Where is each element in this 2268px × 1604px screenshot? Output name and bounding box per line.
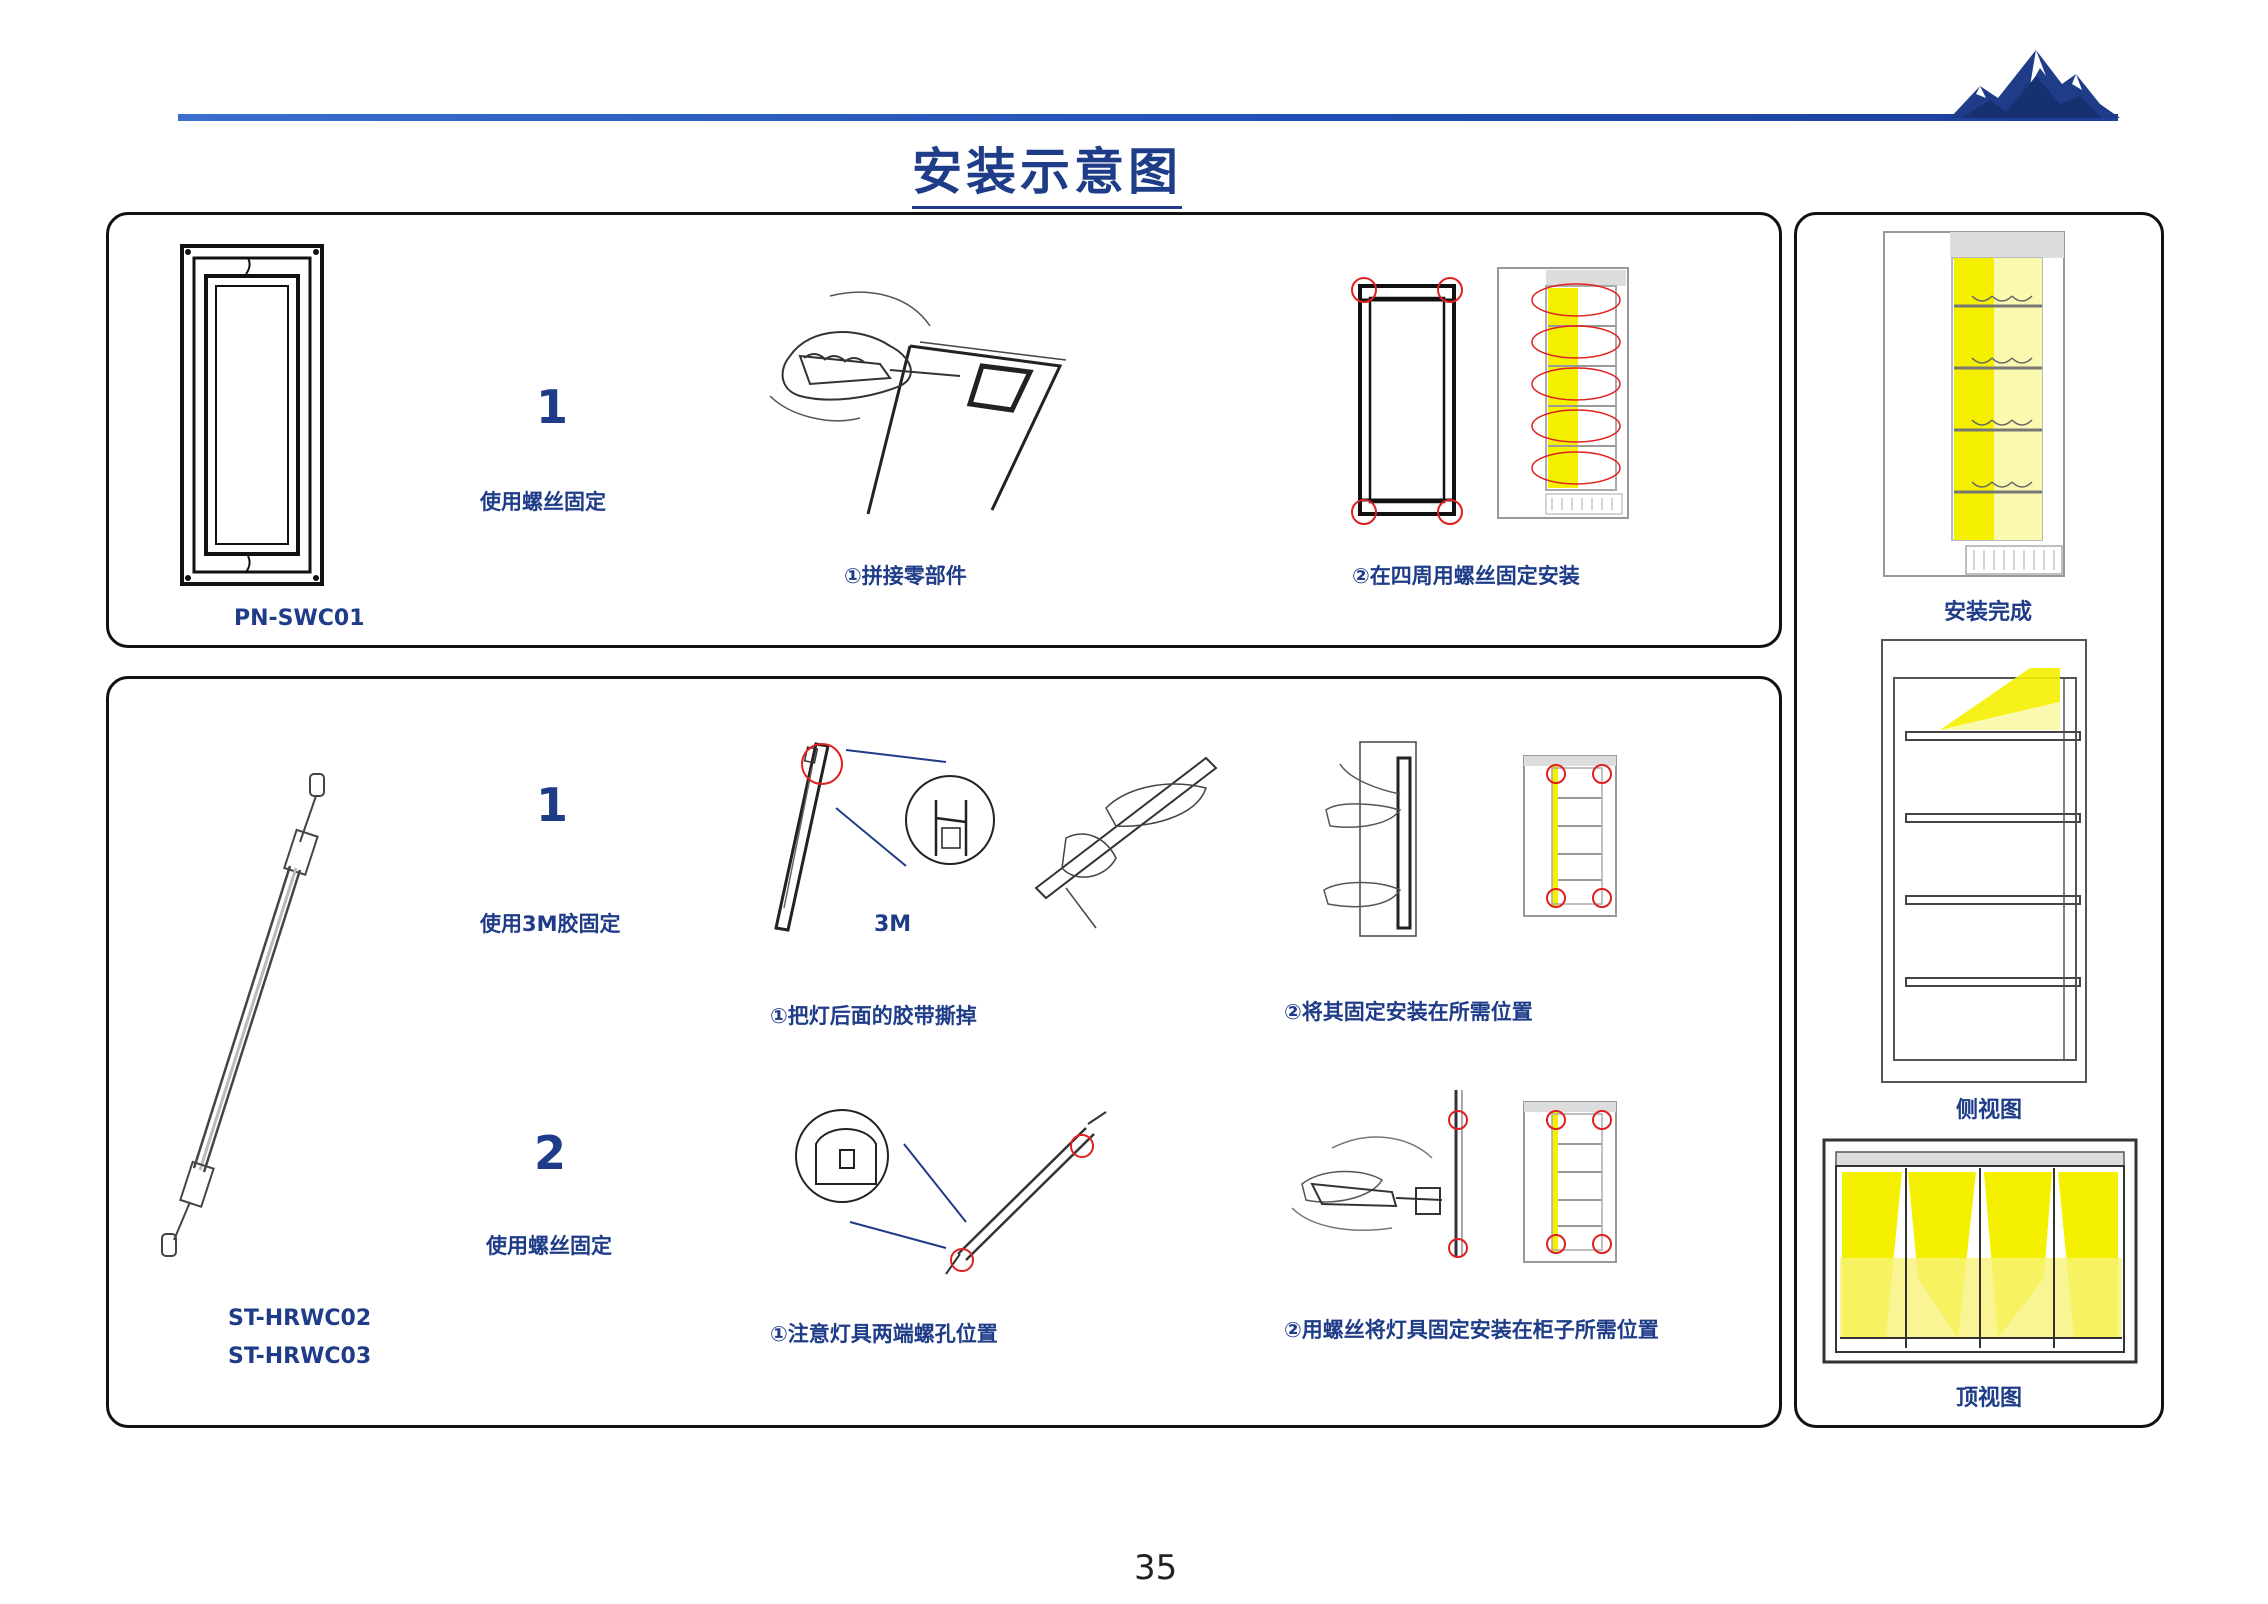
top-sub1-label: ①拼接零部件 (844, 564, 967, 588)
bottom-step2-method: 使用螺丝固定 (486, 1234, 612, 1258)
finished-label: 安装完成 (1944, 600, 2033, 625)
bottom-step2-number: 2 (534, 1126, 567, 1180)
cabinet-screw-preview (1523, 1101, 1617, 1263)
side-panel (1794, 212, 2164, 1428)
section-top-panel (106, 212, 1782, 648)
bottom-step2-sub1: ①注意灯具两端螺孔位置 (770, 1322, 998, 1346)
bottom-step1-number: 1 (536, 778, 569, 832)
mount-position-sketch (1323, 741, 1417, 937)
page-title: 安装示意图 (912, 132, 1182, 209)
light-bar-drawing (161, 773, 325, 1257)
side-view-label: 侧视图 (1956, 1098, 2023, 1123)
cabinet-mount-preview (1523, 755, 1617, 917)
bottom-model-label-2: ST-HRWC03 (228, 1344, 372, 1369)
bottom-model-label-1: ST-HRWC02 (228, 1306, 372, 1331)
frame-screw-points (1351, 277, 1463, 525)
top-step-method: 使用螺丝固定 (480, 490, 606, 514)
top-step-number: 1 (536, 380, 569, 434)
cabinet-light-preview (1497, 267, 1629, 519)
assembly-sketch (769, 291, 1067, 515)
header-rule (178, 114, 2118, 121)
frame-drawing (180, 244, 324, 586)
screw-hole-sketch (795, 1109, 1107, 1275)
page-number: 35 (1134, 1548, 1178, 1588)
bottom-step1-method: 使用3M胶固定 (480, 912, 621, 936)
tape-3m-label: 3M (874, 912, 912, 937)
bottom-step2-sub2: ②用螺丝将灯具固定安装在柜子所需位置 (1284, 1318, 1659, 1342)
top-model-label: PN-SWC01 (234, 606, 365, 631)
finished-cabinet (1883, 231, 2065, 577)
top-view-cabinet (1822, 1138, 2138, 1364)
side-view-cabinet (1881, 639, 2087, 1083)
bottom-step1-sub1: ①把灯后面的胶带撕掉 (770, 1004, 977, 1028)
section-bottom-panel (106, 676, 1782, 1428)
top-view-label: 顶视图 (1956, 1386, 2023, 1411)
screw-install-sketch (1291, 1090, 1468, 1258)
tape-removal-sketch (774, 742, 1218, 932)
top-sub2-label: ②在四周用螺丝固定安装 (1352, 564, 1580, 588)
bottom-step1-sub2: ②将其固定安装在所需位置 (1284, 1000, 1533, 1024)
mountain-logo-icon (1950, 50, 2120, 118)
